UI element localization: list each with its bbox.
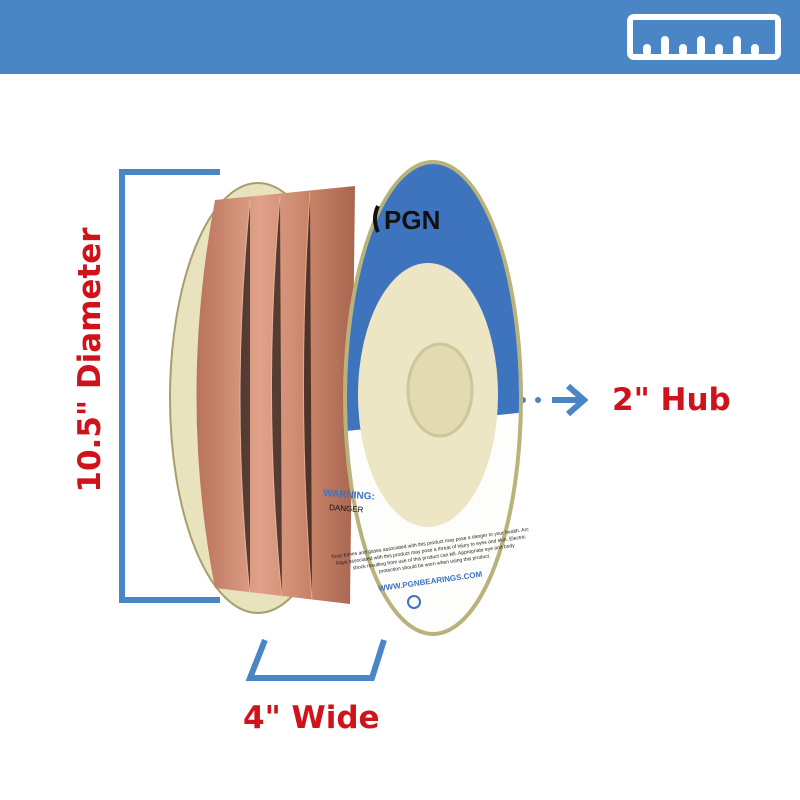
hub-label: 2" Hub [612, 382, 731, 418]
width-label: 4" Wide [243, 700, 380, 736]
warning-title: WARNING: [323, 488, 375, 503]
brand-logo: PGN [384, 205, 440, 235]
diameter-bracket [119, 169, 220, 603]
diameter-label: 10.5" Diameter [72, 227, 108, 493]
width-bracket [245, 638, 387, 681]
certification-logo [407, 595, 421, 609]
brand-logo-mark [373, 205, 380, 233]
warning-level: DANGER [329, 503, 364, 514]
ruler-icon [627, 14, 781, 60]
hub-arrow [520, 383, 589, 417]
